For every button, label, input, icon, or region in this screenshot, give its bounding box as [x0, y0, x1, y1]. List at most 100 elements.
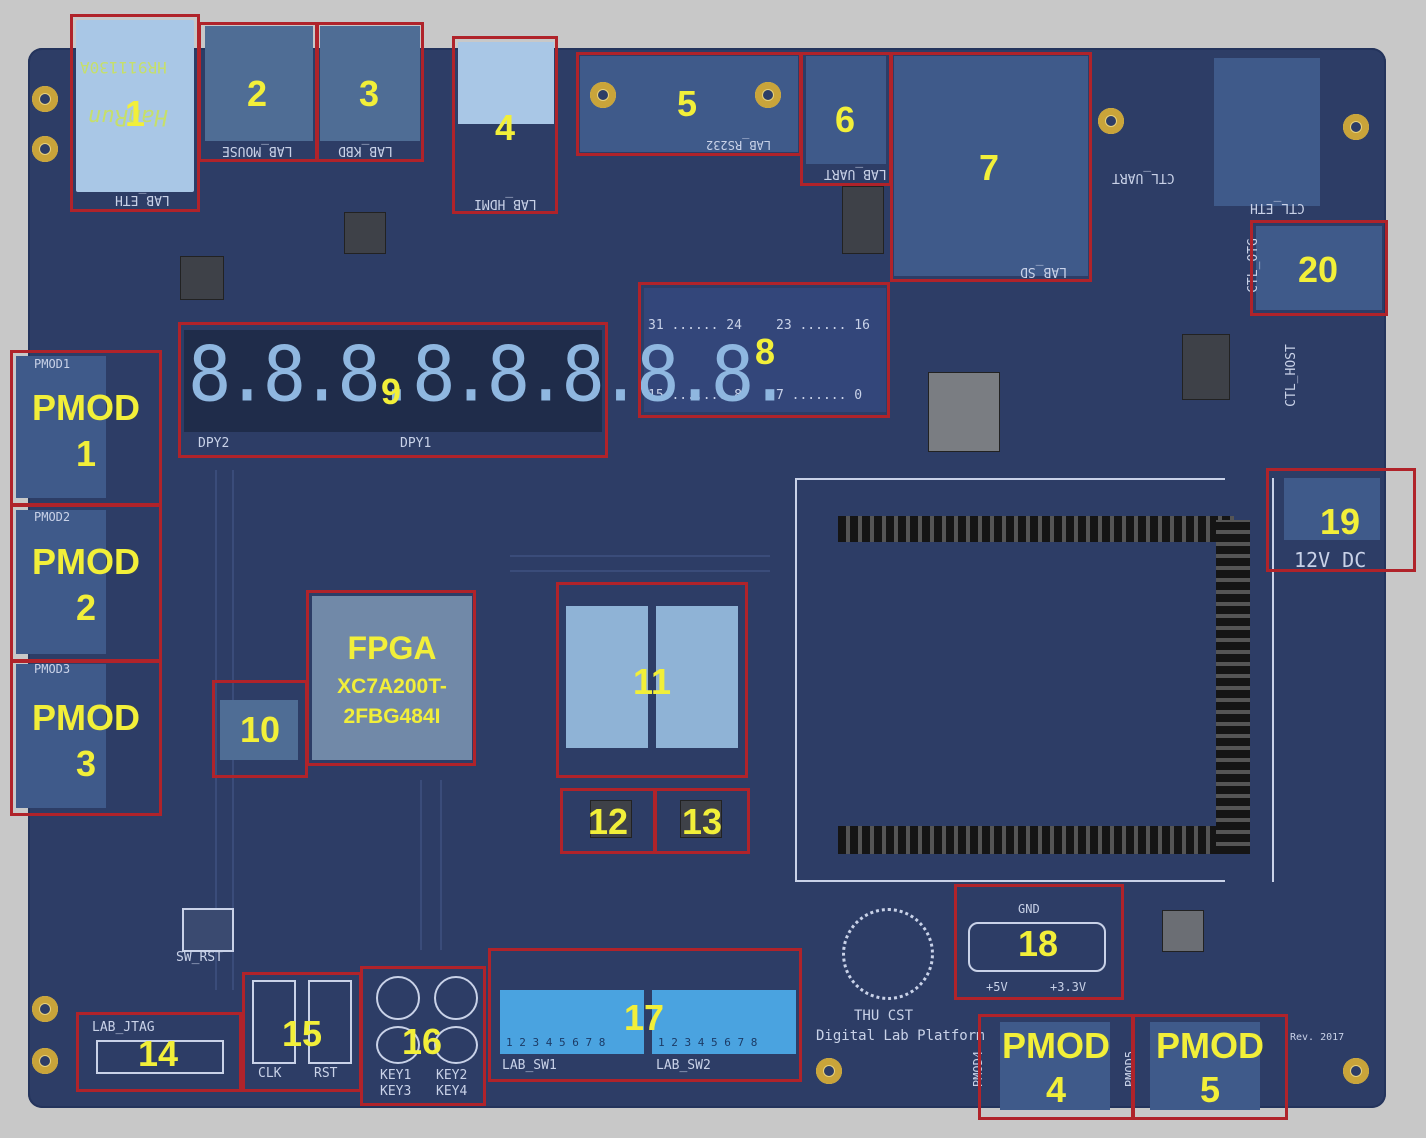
- 5v-silk: +5V: [986, 980, 1008, 994]
- ctl-host-silk: CTL_HOST: [1283, 344, 1299, 407]
- pmod1-silk: PMOD1: [34, 357, 71, 371]
- callout-box-11: [556, 582, 748, 778]
- rs232-screw-hole: [755, 82, 781, 108]
- mounting-hole: [1343, 114, 1369, 140]
- callout-9: 9: [380, 371, 402, 412]
- callout-5: 5: [676, 83, 698, 124]
- callout-box-19: [1266, 468, 1416, 572]
- dpy2-silk: DPY2: [198, 436, 230, 451]
- callout-box-pmod2: [10, 504, 162, 662]
- callout-box-14: [76, 1012, 242, 1092]
- callout-box-pmod1: [10, 350, 162, 506]
- callout-8: 8: [754, 331, 776, 372]
- dip-switch-bank-2[interactable]: [652, 990, 796, 1054]
- ethernet-jack: [76, 20, 194, 192]
- ic-chip: [1182, 334, 1230, 400]
- 3v3-silk: +3.3V: [1050, 980, 1087, 994]
- led-label-31-24: 31 ...... 24: [648, 318, 742, 333]
- key3-button[interactable]: [376, 1026, 420, 1064]
- callout-box-9: [178, 322, 608, 458]
- reset-button[interactable]: [182, 908, 234, 952]
- key4-button[interactable]: [434, 1026, 478, 1064]
- hdmi-connector: [458, 42, 554, 124]
- callout-box-pmod3: [10, 660, 162, 816]
- callout-box-17: [488, 948, 802, 1082]
- callout-box-10: [212, 680, 308, 778]
- dc-power-jack: [1284, 478, 1380, 540]
- dip-switch-bank-1[interactable]: [500, 990, 644, 1054]
- ps2-keyboard-connector: [320, 26, 420, 141]
- callout-12: 12: [587, 801, 629, 842]
- sram-chip-b: [656, 606, 738, 748]
- pcb-trace: [1272, 478, 1274, 882]
- sw1-numbers: 1 2 3 4 5 6 7 8: [506, 1036, 606, 1049]
- callout-box-13: [654, 788, 750, 854]
- pcb-trace: [510, 570, 770, 572]
- callout-3: 3: [358, 73, 380, 114]
- expansion-header-bottom: [838, 826, 1234, 854]
- callout-box-fpga: [306, 590, 476, 766]
- callout-19: 19: [1319, 501, 1361, 542]
- key2-button[interactable]: [434, 976, 478, 1020]
- gnd-silk: GND: [1018, 902, 1040, 916]
- key1-button[interactable]: [376, 976, 420, 1020]
- ctl-eth-connector: [1214, 58, 1320, 206]
- pcb-trace: [420, 780, 422, 950]
- callout-box-pmod5: [1132, 1014, 1288, 1120]
- callout-15: 15: [281, 1013, 323, 1054]
- pmod4-callout-line2: 4: [1045, 1069, 1067, 1110]
- pmod5-callout-line1: PMOD: [1156, 1025, 1264, 1066]
- expansion-header-top: [838, 516, 1234, 542]
- temp-sensor-chip: [680, 800, 722, 838]
- fpga-title: FPGA: [347, 630, 437, 666]
- led-array: [644, 288, 886, 412]
- usb-otg-connector: [1256, 226, 1382, 310]
- lab-jtag-silk: LAB_JTAG: [92, 1020, 155, 1035]
- ps2-mouse-connector: [205, 26, 313, 141]
- segment-digits: 8.8.8.8.8.8.8.8.: [188, 329, 792, 419]
- sw2-numbers: 1 2 3 4 5 6 7 8: [658, 1036, 758, 1049]
- pcb-trace: [510, 555, 770, 557]
- key1-silk: KEY1: [380, 1068, 412, 1083]
- pmod5-connector: [1150, 1022, 1260, 1110]
- clk-silk: CLK: [258, 1066, 282, 1081]
- digital-lab-silk: Digital Lab Platform: [816, 1028, 985, 1044]
- led-label-15-8: 15 ....... 8: [648, 388, 742, 403]
- led-label-23-16: 23 ...... 16: [776, 318, 870, 333]
- mounting-hole: [1098, 108, 1124, 134]
- callout-2: 2: [246, 73, 268, 114]
- university-logo: [842, 908, 934, 1000]
- pmod5-callout-line2: 5: [1199, 1069, 1221, 1110]
- callout-14: 14: [137, 1033, 179, 1074]
- mounting-hole: [32, 86, 58, 112]
- key2-silk: KEY2: [436, 1068, 468, 1083]
- rst-silk: RST: [314, 1066, 338, 1081]
- fpga-chip: [312, 596, 472, 760]
- pmod2-callout-line2: 2: [75, 587, 97, 628]
- jtag-header: [96, 1040, 224, 1074]
- callout-13: 13: [681, 801, 723, 842]
- rst-button[interactable]: [308, 980, 352, 1064]
- pcb-trace: [440, 780, 442, 950]
- ic-chip: [1162, 910, 1204, 952]
- lab-sw1-silk: LAB_SW1: [502, 1058, 557, 1073]
- callout-box-8: [638, 282, 890, 418]
- ic-chip: [180, 256, 224, 300]
- pmod4-callout-line1: PMOD: [1002, 1025, 1110, 1066]
- clk-button[interactable]: [252, 980, 296, 1064]
- callout-4: 4: [494, 107, 516, 148]
- fpga-part-line2: 2FBG484I: [343, 705, 441, 728]
- ic-chip: [344, 212, 386, 254]
- ic-chip: [928, 372, 1000, 452]
- pcb-trace: [795, 880, 1225, 882]
- callout-6: 6: [834, 99, 856, 140]
- pmod1-callout-line2: 1: [75, 433, 97, 474]
- callout-box-16: [360, 966, 486, 1106]
- uart-connector: [806, 56, 886, 164]
- pcb-board: [28, 48, 1386, 1108]
- pmod3-silk: PMOD3: [34, 662, 71, 676]
- rev-silk: Rev. 2017: [1290, 1032, 1345, 1043]
- sw-rst-silk: SW_RST: [176, 950, 223, 965]
- pcb-trace: [215, 470, 217, 990]
- callout-box-3: [316, 22, 424, 162]
